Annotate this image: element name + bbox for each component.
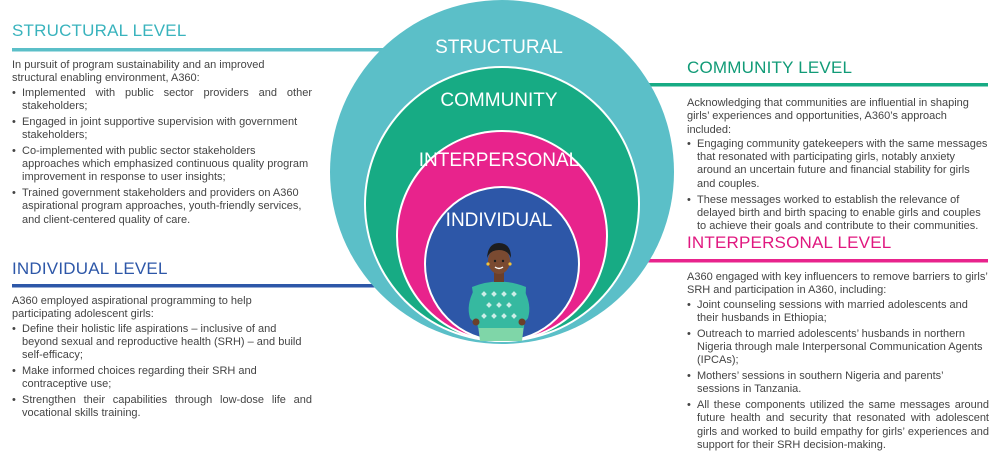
interpersonal-bullet: All these components utilized the same m… <box>687 399 989 452</box>
community-connector-line <box>600 83 988 87</box>
structural-bullet: Co-implemented with public sector stakeh… <box>12 145 312 185</box>
interpersonal-bullet: Outreach to married adolescents’ husband… <box>687 328 989 368</box>
individual-level-intro: A360 employed aspirational programming t… <box>12 295 252 321</box>
structural-ring-label: STRUCTURAL <box>435 37 563 58</box>
interpersonal-bullet: Joint counseling sessions with married a… <box>687 299 989 326</box>
individual-bullet: Make informed choices regarding their SR… <box>12 365 312 392</box>
interpersonal-level-heading: INTERPERSONAL LEVEL <box>687 233 892 252</box>
community-level-panel: COMMUNITY LEVEL Acknowledging that commu… <box>687 58 989 236</box>
individual-bullet: Define their holistic life aspirations –… <box>12 323 312 363</box>
structural-level-intro: In pursuit of program sustainability and… <box>12 59 265 85</box>
structural-connector-line <box>12 48 402 52</box>
interpersonal-level-intro: A360 engaged with key influencers to rem… <box>687 271 988 297</box>
structural-bullet: Implemented with public sector providers… <box>12 87 312 114</box>
structural-level-panel: STRUCTURAL LEVEL In pursuit of program s… <box>12 21 312 230</box>
individual-level-panel: INDIVIDUAL LEVEL A360 employed aspiratio… <box>12 259 312 423</box>
individual-ring-label: INDIVIDUAL <box>446 210 553 231</box>
community-level-intro: Acknowledging that communities are influ… <box>687 97 969 136</box>
community-level-heading: COMMUNITY LEVEL <box>687 58 853 77</box>
community-ring-label: COMMUNITY <box>440 90 557 111</box>
individual-connector-line <box>12 284 432 288</box>
individual-bullet: Strengthen their capabilities through lo… <box>12 394 312 421</box>
girl-illustration <box>468 243 530 341</box>
individual-level-heading: INDIVIDUAL LEVEL <box>12 259 168 278</box>
structural-level-heading: STRUCTURAL LEVEL <box>12 21 187 40</box>
community-bullet: These messages worked to establish the r… <box>687 194 989 234</box>
structural-bullet: Trained government stakeholders and prov… <box>12 187 312 227</box>
community-bullet: Engaging community gatekeepers with the … <box>687 138 989 191</box>
interpersonal-connector-line <box>597 259 988 263</box>
interpersonal-bullet: Mothers’ sessions in southern Nigeria an… <box>687 370 989 397</box>
structural-bullet: Engaged in joint supportive supervision … <box>12 116 312 143</box>
interpersonal-ring-label: INTERPERSONAL <box>419 150 579 171</box>
interpersonal-level-panel: INTERPERSONAL LEVEL A360 engaged with ke… <box>687 233 989 455</box>
